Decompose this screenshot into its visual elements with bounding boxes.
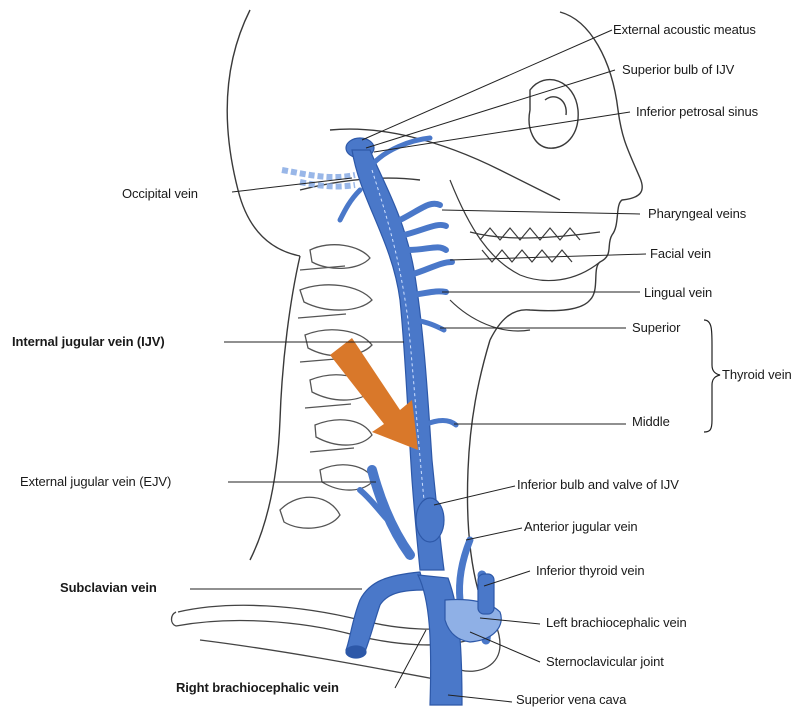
label-occipital-vein: Occipital vein <box>122 186 198 202</box>
label-inferior-petrosal-sinus: Inferior petrosal sinus <box>636 104 758 120</box>
label-sternoclavicular-joint: Sternoclavicular joint <box>546 654 664 670</box>
label-external-jugular-vein: External jugular vein (EJV) <box>20 474 171 490</box>
label-pharyngeal-veins: Pharyngeal veins <box>648 206 746 222</box>
occipital-vein-shape <box>282 170 355 186</box>
jugular-veins <box>340 138 501 705</box>
label-inferior-bulb-valve: Inferior bulb and valve of IJV <box>517 477 679 493</box>
thyroid-bracket <box>704 320 720 432</box>
label-right-brachiocephalic-vein: Right brachiocephalic vein <box>176 680 339 696</box>
label-external-acoustic-meatus: External acoustic meatus <box>613 22 756 38</box>
jaw <box>450 180 600 331</box>
label-superior-bulb-ijv: Superior bulb of IJV <box>622 62 734 78</box>
label-left-brachiocephalic-vein: Left brachiocephalic vein <box>546 615 687 631</box>
label-thyroid-middle: Middle <box>632 414 670 430</box>
label-superior-vena-cava: Superior vena cava <box>516 692 626 708</box>
label-internal-jugular-vein: Internal jugular vein (IJV) <box>12 334 165 350</box>
label-thyroid-superior: Superior <box>632 320 680 336</box>
label-thyroid-vein: Thyroid vein <box>722 367 792 383</box>
label-subclavian-vein: Subclavian vein <box>60 580 157 596</box>
label-anterior-jugular-vein: Anterior jugular vein <box>524 519 638 535</box>
label-facial-vein: Facial vein <box>650 246 711 262</box>
label-lingual-vein: Lingual vein <box>644 285 712 301</box>
label-inferior-thyroid-vein: Inferior thyroid vein <box>536 563 644 579</box>
